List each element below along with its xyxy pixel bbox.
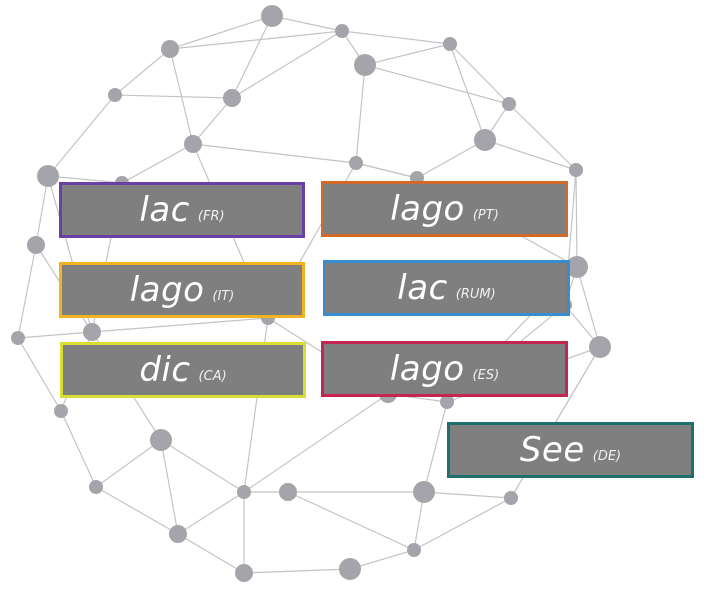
network-edge	[231, 15, 273, 99]
network-edge	[449, 43, 486, 141]
word-ca: dic	[139, 350, 191, 390]
network-edge	[114, 48, 171, 96]
network-node	[27, 236, 45, 254]
network-edge	[575, 169, 578, 268]
network-edge	[364, 43, 451, 66]
network-node	[502, 97, 516, 111]
network-node	[569, 163, 583, 177]
network-edge	[17, 331, 93, 339]
network-edge	[364, 64, 510, 105]
network-edge	[35, 175, 49, 246]
network-node	[237, 485, 251, 499]
word-it: lago	[129, 270, 205, 310]
network-edge	[423, 491, 512, 499]
network-edge	[355, 162, 418, 179]
network-edge	[423, 401, 448, 493]
network-edge	[508, 103, 577, 171]
lang-code-it: (IT)	[212, 288, 235, 304]
network-node	[54, 404, 68, 418]
network-node	[443, 37, 457, 51]
network-edge	[416, 139, 486, 179]
network-edge	[177, 533, 245, 574]
word-box-fr: lac (FR)	[59, 182, 305, 238]
network-edge	[91, 317, 269, 333]
network-edge	[17, 337, 62, 412]
network-node	[89, 480, 103, 494]
network-edge	[17, 244, 37, 339]
network-node	[11, 331, 25, 345]
network-node	[223, 89, 241, 107]
network-node	[413, 481, 435, 503]
word-de: See	[519, 430, 585, 470]
network-edge	[169, 30, 343, 50]
network-edge	[114, 94, 233, 99]
lang-code-fr: (FR)	[197, 208, 225, 224]
network-node	[589, 336, 611, 358]
network-edge	[177, 491, 245, 535]
network-node	[354, 54, 376, 76]
network-node	[184, 135, 202, 153]
word-box-it: lago (IT)	[59, 262, 305, 318]
network-edge	[160, 439, 245, 493]
network-edge	[192, 143, 357, 164]
network-edge	[60, 410, 97, 488]
network-edges	[17, 15, 601, 574]
network-node	[169, 525, 187, 543]
word-pt: lago	[390, 189, 465, 229]
network-edge	[192, 97, 233, 145]
word-box-pt: lago (PT)	[321, 181, 568, 237]
lang-code-rum: (RUM)	[455, 286, 496, 302]
network-node	[335, 24, 349, 38]
network-node	[504, 491, 518, 505]
network-edge	[95, 486, 179, 535]
word-box-de: See (DE)	[447, 422, 694, 478]
network-edge	[95, 439, 162, 488]
network-edge	[169, 15, 273, 50]
network-edge	[576, 266, 601, 348]
network-edge	[287, 491, 415, 551]
network-edge	[121, 143, 194, 184]
network-node	[108, 88, 122, 102]
network-node	[474, 129, 496, 151]
network-edge	[413, 497, 512, 551]
network-edge	[231, 30, 343, 99]
lang-code-ca: (CA)	[198, 368, 227, 384]
lang-code-es: (ES)	[472, 367, 500, 383]
lang-code-de: (DE)	[592, 448, 622, 464]
network-node	[161, 40, 179, 58]
network-edge	[243, 393, 389, 493]
network-edge	[47, 175, 123, 184]
word-fr: lac	[139, 190, 190, 230]
network-edge	[160, 439, 179, 535]
network-node	[235, 564, 253, 582]
word-box-rum: lac (RUM)	[323, 260, 570, 316]
word-box-ca: dic (CA)	[60, 342, 306, 398]
word-box-es: lago (ES)	[321, 341, 568, 397]
lang-code-pt: (PT)	[472, 207, 499, 223]
network-edge	[484, 139, 577, 171]
network-node	[279, 483, 297, 501]
network-node	[407, 543, 421, 557]
network-edge	[47, 94, 116, 177]
network-node	[37, 165, 59, 187]
word-es: lago	[389, 349, 465, 389]
network-edge	[449, 43, 510, 105]
network-node	[339, 558, 361, 580]
network-node	[349, 156, 363, 170]
network-node	[261, 5, 283, 27]
network-node	[150, 429, 172, 451]
network-node	[566, 256, 588, 278]
network-edge	[349, 549, 415, 570]
network-edge	[243, 568, 351, 574]
network-edge	[271, 15, 343, 32]
network-node	[440, 395, 454, 409]
network-edge	[355, 64, 366, 164]
network-edge	[341, 30, 451, 45]
word-rum: lac	[397, 268, 448, 308]
network-node	[83, 323, 101, 341]
